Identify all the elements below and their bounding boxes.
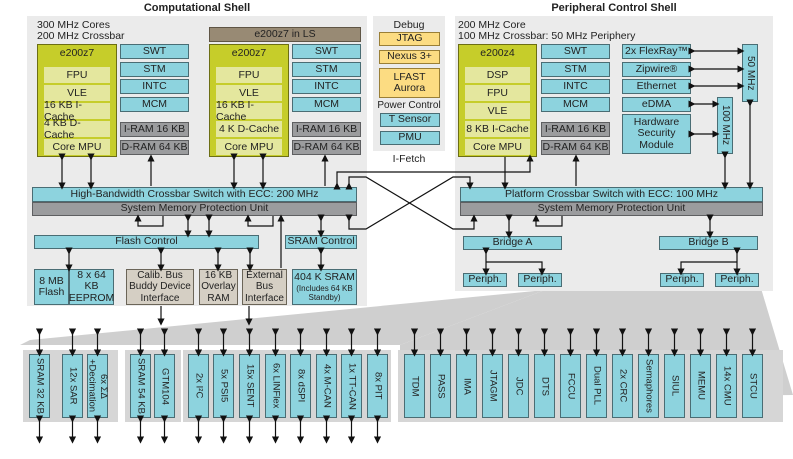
intc-block: INTC [541, 79, 610, 94]
core-unit: VLE [465, 103, 530, 119]
pmu-block: PMU [380, 131, 440, 145]
bottom-peripheral-right-13: STCU [742, 354, 763, 418]
power-control-title: Power Control [377, 100, 441, 111]
core-unit: FPU [44, 67, 110, 83]
core-unit: Core MPU [216, 139, 282, 155]
bottom-peripheral-left-2: 6x ΣΔ +Decimation [87, 354, 109, 418]
core-name: e200z7 [231, 47, 267, 59]
computational-shell-title: Computational Shell [143, 2, 251, 14]
core-e200z7-2: e200z7 FPU VLE 16 KB I-Cache 4 K D-Cache… [209, 44, 289, 157]
debug-title: Debug [393, 19, 425, 31]
core-name: e200z7 [59, 47, 95, 59]
arrows [58, 47, 754, 326]
flash-control: Flash Control [34, 235, 259, 249]
stm-block: STM [292, 62, 361, 77]
mcm-block: MCM [541, 97, 610, 112]
lfast-block: LFAST Aurora [379, 68, 440, 98]
core-unit: Core MPU [44, 139, 110, 155]
intc-block: INTC [292, 79, 361, 94]
swt-block: SWT [120, 44, 189, 59]
nexus-block: Nexus 3+ [379, 50, 440, 64]
clock-50mhz: 50 MHz [742, 44, 758, 102]
lockstep-label: e200z7 in LS [209, 27, 361, 42]
bottom-peripheral-right-0: TDM [404, 354, 425, 418]
core-unit: FPU [216, 67, 282, 83]
swt-block: SWT [292, 44, 361, 59]
t-sensor-block: T Sensor [380, 113, 440, 127]
mcm-block: MCM [292, 97, 361, 112]
periph-shell-note-2: 100 MHz Crossbar: 50 MHz Periphery [458, 30, 636, 42]
iram-block: I-RAM 16 KB [120, 122, 189, 137]
iram-block: I-RAM 16 KB [292, 122, 361, 137]
bottom-peripheral-right-1: PASS [430, 354, 451, 418]
periph-shell-note-1: 200 MHz Core [458, 19, 526, 31]
stm-block: STM [120, 62, 189, 77]
core-name: e200z4 [480, 47, 515, 59]
swt-block: SWT [541, 44, 610, 59]
ebi-block: External Bus Interface [242, 269, 287, 305]
smpu-periph: System Memory Protection Unit [460, 202, 763, 216]
bottom-arrows [35, 328, 757, 444]
flash-block: 8 MB Flash [34, 269, 69, 305]
bottom-peripheral-right-9: Semaphores [638, 354, 659, 418]
bottom-peripheral-right-10: SIUL [664, 354, 685, 418]
sram-label: 404 K SRAM [294, 271, 355, 284]
intc-block: INTC [120, 79, 189, 94]
stm-block: STM [541, 62, 610, 77]
comp-shell-note-2: 200 MHz Crossbar [37, 30, 125, 42]
core-unit: VLE [216, 85, 282, 101]
sram-note: (Includes 64 KB Standby) [296, 283, 353, 302]
core-e200z7-1: e200z7 FPU VLE 16 KB I-Cache 4 KB D-Cach… [37, 44, 117, 157]
core-unit: 4 K D-Cache [216, 121, 282, 137]
comp-shell-note-1: 300 MHz Cores [37, 19, 110, 31]
bottom-peripheral-right-8: 2x CRC [612, 354, 633, 418]
flexray-block: 2x FlexRay™ [622, 44, 691, 59]
peripheral-shell-title: Peripheral Control Shell [551, 2, 677, 14]
zipwire-block: Zipwire® [622, 62, 691, 77]
core-unit: FPU [465, 85, 530, 101]
core-unit: VLE [44, 85, 110, 101]
hb-crossbar: High-Bandwidth Crossbar Switch with ECC:… [32, 187, 357, 202]
bottom-peripheral-right-5: DTS [534, 354, 555, 418]
eeprom-block: 8 x 64 KB EEPROM [68, 268, 115, 305]
core-e200z4: e200z4 DSP FPU VLE 8 KB I-Cache Core MPU [458, 44, 537, 157]
mcm-block: MCM [120, 97, 189, 112]
bottom-peripheral-right-2: IMA [456, 354, 477, 418]
jtag-block: JTAG [379, 32, 440, 46]
core-unit: Core MPU [465, 139, 530, 155]
bottom-peripheral-right-6: FCCU [560, 354, 581, 418]
iram-block: I-RAM 16 KB [541, 122, 610, 137]
core-unit: DSP [465, 67, 530, 83]
core-unit: 8 KB I-Cache [465, 121, 530, 137]
